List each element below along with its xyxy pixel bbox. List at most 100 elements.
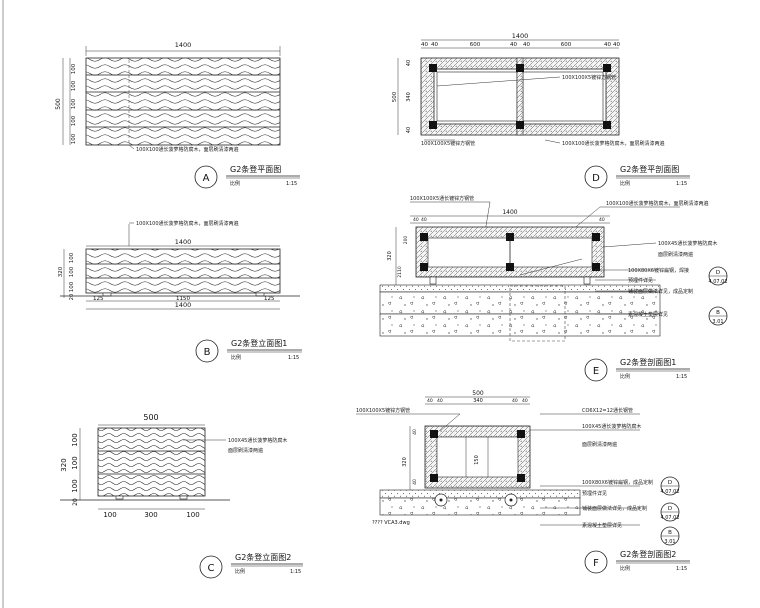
note-d-steel3: 100X100X5镀锌方钢管	[421, 140, 475, 147]
view-e-scale: 1:15	[676, 374, 687, 380]
svg-text:100: 100	[69, 281, 75, 292]
svg-text:3.01: 3.01	[712, 319, 723, 325]
svg-text:4.07.02: 4.07.02	[660, 515, 679, 521]
svg-text:40: 40	[512, 398, 518, 404]
svg-text:40: 40	[599, 217, 605, 223]
note-f-bolt: 100X80X6镀锌扁钢，成品定制	[582, 479, 653, 486]
svg-text:100: 100	[69, 266, 75, 277]
dim-d-depth: 500	[392, 91, 398, 102]
view-d-scale: 1:15	[676, 181, 687, 187]
dim-f-width: 500	[472, 390, 484, 397]
svg-text:600: 600	[561, 42, 572, 48]
note-f-paving: 铺装面层做法详见，成品定制	[582, 505, 647, 512]
ref-bubble-e1: D 4.07.02	[708, 266, 728, 286]
view-c-elevation: 500 320 100 100 100 20 100 300 100 100X4…	[60, 413, 287, 519]
view-b-elevation: 100X100通长菠萝格防腐木，面层刷清漆两遍 1400 320 100 100…	[58, 220, 302, 363]
view-d-marker	[584, 165, 608, 189]
svg-text:40: 40	[406, 127, 412, 133]
dim-e-height: 320	[387, 251, 393, 261]
note-e-found: 素混凝土垫层详见	[628, 311, 668, 318]
dim-c-left: 100	[103, 511, 116, 519]
dim-c-right: 100	[186, 511, 199, 519]
svg-text:100: 100	[71, 456, 79, 469]
view-f-title: G2条登剖面图2	[620, 549, 676, 559]
view-b-scale: 1:15	[288, 355, 299, 361]
note-f-steel1: 100X100X5镀锌方钢管	[356, 407, 410, 414]
view-a-plan: 1400 500 100 100 100 100 100 100X100通长菠萝…	[55, 41, 300, 189]
view-e-title: G2条登剖面图1	[620, 357, 676, 367]
view-d-scale-label: 比例	[620, 180, 630, 187]
view-d-title: G2条登平剖面图	[620, 164, 679, 174]
dim-f-height: 320	[402, 457, 408, 467]
svg-text:4.07.02: 4.07.02	[660, 489, 679, 495]
note-b-wood: 100X100通长菠萝格防腐木，面层刷清漆两遍	[136, 220, 239, 227]
note-f-xref: ???? VCA3.dwg	[372, 520, 410, 526]
note-f-rsteel: CO6X12=12通长钢管	[582, 407, 633, 414]
dim-d-width: 1400	[512, 32, 529, 40]
dim-b-height: 320	[58, 266, 64, 277]
svg-text:600: 600	[470, 42, 481, 48]
dim-b-right: 125	[264, 296, 275, 302]
view-c-letter: C	[208, 563, 215, 574]
dim-c-mid: 300	[144, 511, 157, 519]
svg-text:4.07.02: 4.07.02	[708, 279, 727, 285]
note-c-wood: 100X45通长菠萝格防腐木	[228, 437, 287, 444]
dim-a-row5: 100	[71, 133, 77, 144]
view-e-scale-label: 比例	[620, 373, 630, 380]
note-e-bolt: 100X80X6镀锌扁钢，焊接	[628, 267, 689, 274]
svg-text:3.01: 3.01	[664, 539, 675, 545]
note-e-finish: 面层刷清漆两遍	[658, 251, 693, 258]
svg-text:40: 40	[406, 60, 412, 66]
view-f-letter: F	[593, 558, 599, 569]
svg-text:40: 40	[510, 42, 517, 48]
svg-text:340: 340	[473, 398, 483, 404]
ref-bubble-e2: B 3.01	[708, 306, 728, 326]
svg-text:100: 100	[69, 252, 75, 263]
view-b-title: G2条登立面图1	[231, 338, 287, 348]
view-c-scale: 1:15	[290, 569, 301, 575]
svg-text:40: 40	[421, 217, 427, 223]
note-d-wood: 100X100通长菠萝格防腐木，面层刷清漆两遍	[562, 140, 665, 147]
view-e-letter: E	[593, 366, 599, 377]
svg-text:40: 40	[413, 217, 419, 223]
svg-text:340: 340	[406, 92, 412, 102]
svg-text:2110: 2110	[397, 266, 403, 278]
view-d-letter: D	[592, 173, 600, 184]
dim-a-row2: 100	[71, 80, 77, 91]
svg-text:200: 200	[403, 236, 409, 245]
view-e-marker	[584, 358, 608, 382]
view-c-title-block: C G2条登立面图2 比例 1:15	[199, 552, 303, 579]
svg-text:40: 40	[613, 42, 620, 48]
svg-text:20: 20	[69, 294, 75, 300]
view-a-scale-label: 比例	[230, 180, 240, 187]
svg-text:150: 150	[474, 455, 480, 465]
dim-c-width: 500	[143, 413, 158, 422]
note-c-finish: 面层刷清漆两遍	[228, 447, 263, 454]
svg-text:40: 40	[437, 398, 443, 404]
svg-text:40: 40	[523, 42, 530, 48]
svg-text:20: 20	[72, 498, 79, 506]
svg-text:40: 40	[421, 42, 428, 48]
svg-text:40: 40	[522, 398, 528, 404]
svg-text:40: 40	[412, 429, 418, 435]
note-e-paving: 铺装面层做法详见，成品定制	[628, 288, 693, 295]
view-c-title: G2条登立面图2	[235, 552, 291, 562]
note-f-embed: 预埋件详见	[582, 490, 607, 497]
dim-b-width: 1400	[175, 238, 192, 246]
dim-a-width: 1400	[175, 41, 192, 49]
note-e-wood: 100X100通长菠萝格防腐木，面层刷清漆两遍	[606, 200, 709, 207]
svg-text:B: B	[716, 310, 720, 316]
note-e-embed: 预埋件详见	[628, 277, 653, 284]
note-d-steel1: 100X100X5镀锌方钢管	[562, 74, 616, 81]
note-f-wood2: 面层刷清漆两遍	[582, 441, 617, 448]
view-a-title: G2条登平面图	[230, 164, 281, 174]
view-c-circle	[199, 555, 223, 579]
view-b-marker	[195, 339, 219, 363]
view-f-scale: 1:15	[676, 566, 687, 572]
dim-c-height: 320	[60, 458, 68, 471]
note-f-wood: 100X45通长菠萝格防腐木	[582, 423, 641, 430]
ref-bubble-f2: D 4.07.02	[660, 502, 680, 522]
svg-text:40: 40	[604, 42, 611, 48]
dim-b-left: 125	[93, 296, 104, 302]
